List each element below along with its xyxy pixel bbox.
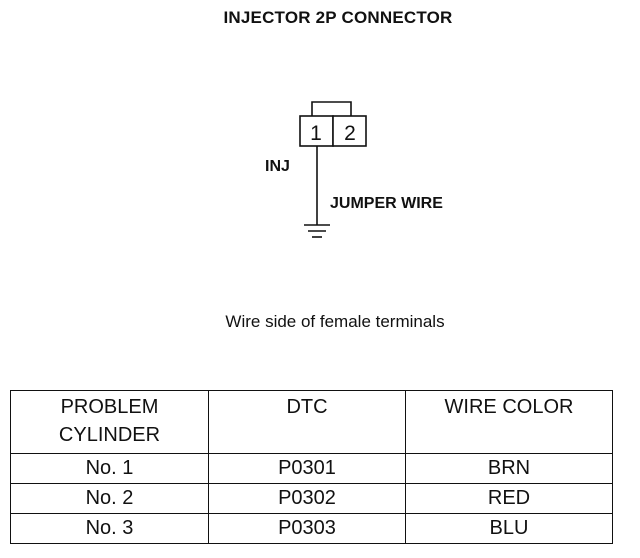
table-row: No. 2 P0302 RED xyxy=(10,483,613,514)
cell-cylinder: No. 3 xyxy=(10,513,209,544)
cell-cylinder: No. 1 xyxy=(10,453,209,484)
cell-dtc: P0301 xyxy=(208,453,406,484)
header-problem-cylinder: PROBLEM CYLINDER xyxy=(10,390,209,454)
cell-cylinder: No. 2 xyxy=(10,483,209,514)
jumper-wire-label: JUMPER WIRE xyxy=(330,195,443,212)
header-wire-color: WIRE COLOR xyxy=(405,390,613,454)
terminal-2-cavity xyxy=(332,115,367,147)
cell-wire-color: BRN xyxy=(405,453,613,484)
terminal-1-number: 1 xyxy=(310,122,322,145)
inj-label: INJ xyxy=(265,158,290,175)
diagram-caption: Wire side of female terminals xyxy=(225,312,445,331)
table-row: No. 1 P0301 BRN xyxy=(10,453,613,484)
terminal-2-number: 2 xyxy=(344,122,356,145)
cell-wire-color: RED xyxy=(405,483,613,514)
cell-wire-color: BLU xyxy=(405,513,613,544)
cell-dtc: P0302 xyxy=(208,483,406,514)
cell-dtc: P0303 xyxy=(208,513,406,544)
connector-latch xyxy=(311,101,352,116)
ground-icon xyxy=(304,224,330,238)
table-header-row: PROBLEM CYLINDER DTC WIRE COLOR xyxy=(10,390,613,454)
diagram-title: INJECTOR 2P CONNECTOR xyxy=(223,8,453,27)
header-dtc: DTC xyxy=(208,390,406,454)
table-row: No. 3 P0303 BLU xyxy=(10,513,613,544)
connector-diagram: 1 2 xyxy=(299,101,367,238)
dtc-table: PROBLEM CYLINDER DTC WIRE COLOR No. 1 P0… xyxy=(10,390,613,544)
